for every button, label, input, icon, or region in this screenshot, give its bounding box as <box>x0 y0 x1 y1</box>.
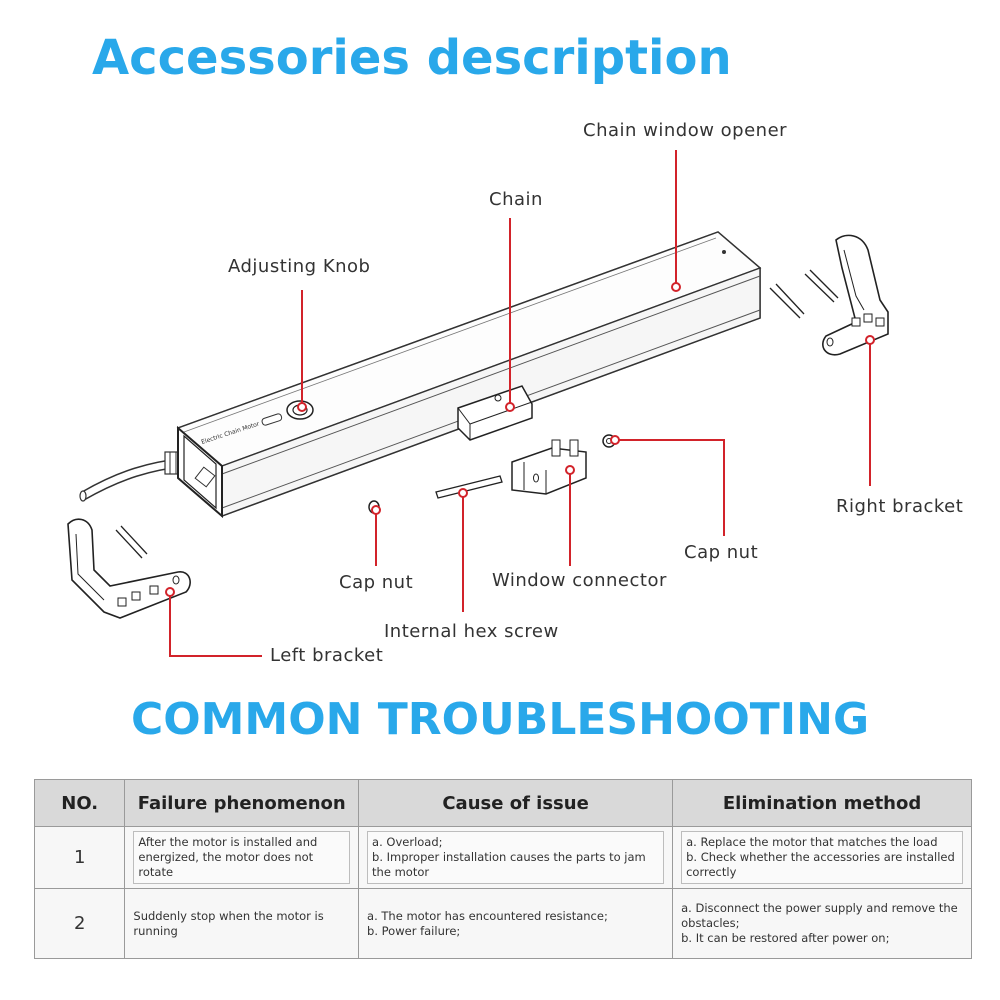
cause-line: a. The motor has encountered resistance; <box>367 908 608 923</box>
cause-line: b. Power failure; <box>367 923 461 938</box>
right-bracket <box>769 234 889 356</box>
col-header-cause: Cause of issue <box>358 779 674 827</box>
label-internal-hex-screw: Internal hex screw <box>384 621 559 642</box>
method-line: a. Disconnect the power supply and remov… <box>681 901 958 930</box>
window-connector <box>511 439 587 495</box>
failure-cell: Suddenly stop when the motor is running <box>124 888 360 959</box>
col-header-method: Elimination method <box>672 779 972 827</box>
chain-window-opener-body <box>176 231 762 519</box>
failure-text: After the motor is installed and energiz… <box>138 835 318 879</box>
method-line: a. Replace the motor that matches the lo… <box>686 835 938 849</box>
method-cell: a. Disconnect the power supply and remov… <box>672 888 972 959</box>
label-chain-window-opener: Chain window opener <box>583 120 788 141</box>
method-line: b. It can be restored after power on; <box>681 931 890 945</box>
cause-cell: a. The motor has encountered resistance;… <box>358 888 674 959</box>
left-bracket <box>67 518 191 619</box>
leader-dots <box>165 282 875 597</box>
internal-hex-screw <box>435 475 503 499</box>
label-right-bracket: Right bracket <box>836 496 964 517</box>
label-cap-nut-left: Cap nut <box>339 572 414 593</box>
failure-cell: After the motor is installed and energiz… <box>124 826 360 889</box>
label-chain: Chain <box>489 189 543 210</box>
troubleshooting-title: COMMON TROUBLESHOOTING <box>130 694 870 745</box>
label-cap-nut-right: Cap nut <box>684 542 759 563</box>
label-window-connector: Window connector <box>492 570 667 591</box>
label-adjusting-knob: Adjusting Knob <box>228 256 371 277</box>
table-header-row: NO. Failure phenomenon Cause of issue El… <box>33 779 972 827</box>
label-left-bracket: Left bracket <box>270 645 384 666</box>
cause-line: b. Improper installation causes the part… <box>372 850 646 879</box>
col-header-no: NO. <box>33 779 126 827</box>
table-row: 1 After the motor is installed and energ… <box>33 826 972 889</box>
method-cell: a. Replace the motor that matches the lo… <box>672 826 972 889</box>
cause-line: a. Overload; <box>372 835 443 849</box>
leader-lines <box>169 150 871 657</box>
col-header-failure: Failure phenomenon <box>124 779 360 827</box>
method-line: b. Check whether the accessories are ins… <box>686 850 955 879</box>
row-number: 2 <box>33 888 126 959</box>
table-row: 2 Suddenly stop when the motor is runnin… <box>33 888 972 959</box>
page-title: Accessories description <box>92 30 732 86</box>
cause-cell: a. Overload; b. Improper installation ca… <box>358 826 674 889</box>
accessories-diagram: Electric Chain Motor <box>67 150 889 657</box>
chain-block <box>457 385 533 441</box>
row-number: 1 <box>33 826 126 889</box>
failure-text: Suddenly stop when the motor is running <box>133 908 324 938</box>
troubleshooting-table: NO. Failure phenomenon Cause of issue El… <box>33 779 972 959</box>
